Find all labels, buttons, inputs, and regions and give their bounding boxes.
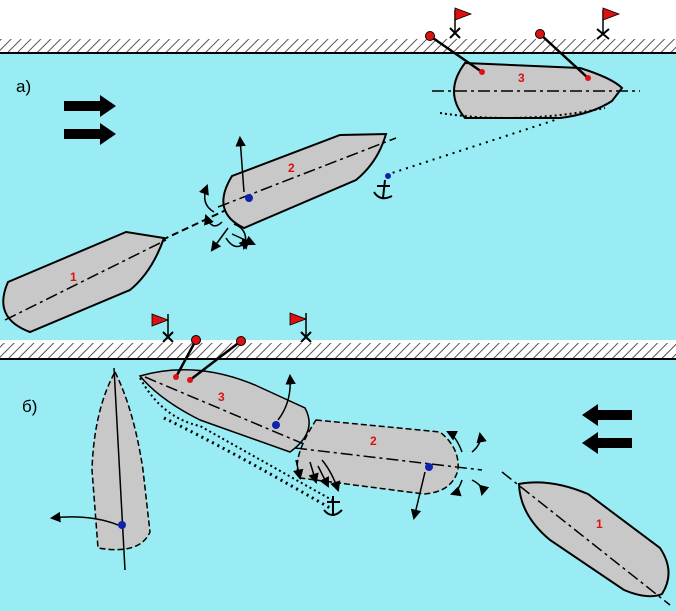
ship-hull (222, 132, 388, 230)
pivot-point (425, 463, 433, 471)
ship-hull (517, 481, 670, 598)
mooring-bollard-icon (236, 336, 246, 346)
propeller-wash-icon (446, 431, 490, 497)
flag-icon (151, 313, 174, 343)
ship-number: 1 (596, 517, 603, 531)
ship-hull (453, 61, 624, 119)
panel-label-a: а) (16, 77, 31, 96)
panel-label-b: б) (22, 397, 37, 416)
ship-2-b: 2 (293, 419, 490, 521)
flag-icon (449, 7, 473, 39)
mooring-bollard-icon (425, 31, 435, 41)
flag-icon (596, 7, 621, 40)
ship-centerline (144, 376, 319, 451)
panel-a: а) 3 (0, 7, 676, 340)
mooring-lines-b (173, 335, 246, 383)
anchor-icon (373, 173, 393, 200)
ship-centerline (113, 367, 126, 571)
ship-number: 2 (370, 434, 377, 448)
ship-centerline (4, 239, 167, 321)
ship-number: 1 (70, 270, 77, 284)
current-arrow-icon (49, 511, 119, 526)
anchor-chain (163, 416, 331, 510)
flag-icon (289, 312, 312, 343)
pivot-point (245, 194, 253, 202)
current-arrow-icon (277, 373, 296, 421)
pivot-point (272, 421, 280, 429)
mooring-lines-a (425, 29, 591, 81)
ship-number: 3 (518, 71, 525, 85)
anchor-chain (385, 119, 556, 176)
ship-1-b: 1 (501, 471, 671, 606)
pier-hatch-b (0, 343, 676, 358)
mooring-bollard-icon (535, 29, 545, 39)
ship-3-b: 3 (138, 369, 343, 516)
tow-line (161, 209, 227, 241)
propeller-wash-icon (293, 459, 341, 492)
ship-hull (2, 230, 166, 334)
anchor-icon (323, 496, 343, 516)
ship-centerline (501, 471, 671, 606)
ship-3-a: 3 (432, 61, 640, 119)
stern-line-dotted (439, 107, 606, 119)
double-arrow-right-icon (64, 95, 116, 145)
ship-number: 2 (288, 161, 295, 175)
current-arrow-icon (235, 135, 246, 193)
ship-hull (91, 370, 151, 551)
ship-hull (296, 419, 459, 495)
ship-centerline (294, 447, 483, 471)
ship-2-a: 2 (161, 119, 556, 252)
pier-hatch-a (0, 39, 676, 52)
propeller-wash-icon (199, 184, 256, 252)
current-arrow-icon (410, 471, 426, 521)
panel-b: б) 3 (0, 312, 676, 611)
double-arrow-left-icon (582, 404, 632, 454)
ship-number: 3 (218, 390, 225, 404)
stern-line-dotted (139, 377, 333, 501)
mooring-bollard-icon (191, 335, 201, 345)
ship-left-b (49, 367, 151, 571)
ship-1-a: 1 (2, 230, 167, 334)
pivot-point (118, 521, 126, 529)
